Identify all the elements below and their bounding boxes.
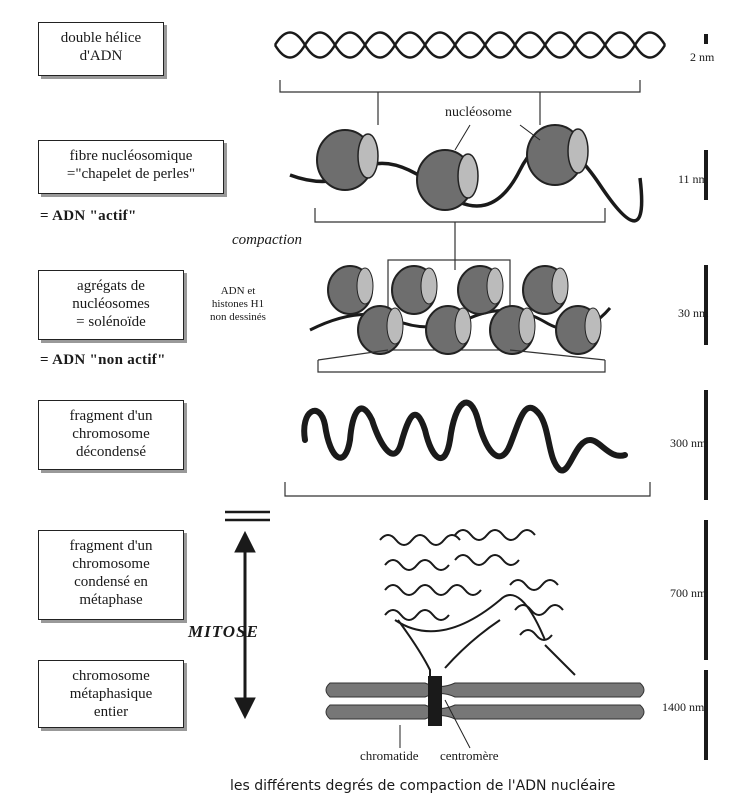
nucleosome xyxy=(458,266,503,314)
compaction-label: compaction xyxy=(232,232,302,249)
level-box-whole-chromosome: chromosome métaphasique entier xyxy=(38,660,184,728)
level-box-decondensed: fragment d'un chromosome décondensé xyxy=(38,400,184,470)
figure-caption: les différents degrés de compaction de l… xyxy=(230,778,615,794)
level-label: fibre nucléosomique ="chapelet de perles… xyxy=(67,148,195,182)
solenoid xyxy=(310,260,610,354)
chromatide-label: chromatide xyxy=(360,748,418,764)
level-label: fragment d'un chromosome décondensé xyxy=(69,408,152,460)
nucleosome-fibre xyxy=(290,125,642,221)
dna-double-helix xyxy=(275,33,665,58)
level-label: fragment d'un chromosome condensé en mét… xyxy=(69,538,152,608)
level-box-double-helix: double hélice d'ADN xyxy=(38,22,164,76)
nucleosome xyxy=(392,266,437,314)
scale-label-1400nm: 1400 nm xyxy=(662,700,704,715)
nucleosome xyxy=(358,306,403,354)
scale-label-300nm: 300 nm xyxy=(670,436,706,451)
zoom-bracket-4 xyxy=(285,482,650,496)
metaphase-chromosome xyxy=(326,676,644,748)
nucleosome xyxy=(417,150,478,210)
level-box-solenoid: agrégats de nucléosomes = solénoïde xyxy=(38,270,184,340)
nucleosome xyxy=(426,306,471,354)
nucleosome xyxy=(490,306,535,354)
equals-sign xyxy=(225,512,270,520)
nucleosome xyxy=(317,130,378,190)
scale-label-700nm: 700 nm xyxy=(670,586,706,601)
level-label: double hélice d'ADN xyxy=(61,30,141,64)
level-label: agrégats de nucléosomes = solénoïde xyxy=(72,278,149,330)
decondensed-chromatin xyxy=(304,403,625,471)
nucleosome xyxy=(523,266,568,314)
zoom-bracket-3 xyxy=(318,350,605,372)
zoom-bracket-2 xyxy=(315,208,605,270)
nucleosome-label: nucléosome xyxy=(445,105,512,121)
nucleosome xyxy=(556,306,601,354)
nucleosome xyxy=(527,125,588,185)
note-non-actif: = ADN "non actif" xyxy=(40,352,166,369)
level-label: chromosome métaphasique entier xyxy=(70,668,152,720)
level-box-nucleosome-fibre: fibre nucléosomique ="chapelet de perles… xyxy=(38,140,224,194)
scale-label-2nm: 2 nm xyxy=(690,50,714,65)
note-actif: = ADN "actif" xyxy=(40,208,137,225)
not-drawn-note: ADN et histones H1 non dessinés xyxy=(198,285,278,324)
mitose-label: MITOSE xyxy=(188,622,259,642)
scale-label-11nm: 11 nm xyxy=(678,172,708,187)
level-box-condensed-metaphase: fragment d'un chromosome condensé en mét… xyxy=(38,530,184,620)
centromere-label: centromère xyxy=(440,748,498,764)
condensed-coils xyxy=(380,530,575,680)
scale-label-30nm: 30 nm xyxy=(678,306,708,321)
nucleosome xyxy=(328,266,373,314)
